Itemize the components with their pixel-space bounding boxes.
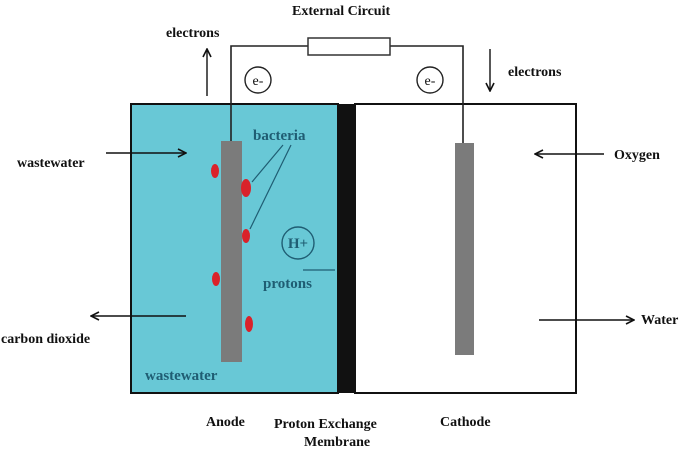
cathode-label: Cathode bbox=[440, 415, 491, 430]
external-circuit-label: External Circuit bbox=[292, 4, 390, 19]
electrons-label-left: electrons bbox=[166, 26, 220, 41]
anode-electrode bbox=[221, 141, 242, 362]
oxygen-label: Oxygen bbox=[614, 148, 660, 163]
membrane-label-line1: Proton Exchange bbox=[274, 417, 377, 432]
electron-symbol-right: e- bbox=[425, 74, 436, 89]
bacteria-pointer-line bbox=[251, 144, 284, 183]
wastewater-inflow-label: wastewater bbox=[17, 156, 85, 171]
electrons-label-right: electrons bbox=[508, 65, 562, 80]
proton-symbol: H+ bbox=[288, 236, 308, 252]
bacterium bbox=[241, 179, 251, 197]
electron-circle-left bbox=[244, 66, 272, 94]
wastewater-chamber-label: wastewater bbox=[145, 368, 218, 384]
electron-circle-right bbox=[416, 66, 444, 94]
bacterium bbox=[245, 316, 253, 332]
resistor bbox=[307, 37, 391, 56]
electron-symbol-left: e- bbox=[253, 74, 264, 89]
bacterium bbox=[211, 164, 219, 178]
proton-exchange-membrane bbox=[338, 104, 355, 393]
bacteria-pointer-line bbox=[249, 144, 292, 230]
bacterium bbox=[212, 272, 220, 286]
cathode-electrode bbox=[455, 143, 474, 355]
carbon-dioxide-label: carbon dioxide bbox=[1, 332, 90, 347]
anode-label: Anode bbox=[206, 415, 245, 430]
water-label: Water bbox=[641, 313, 678, 328]
bacterium bbox=[242, 229, 250, 243]
proton-circle bbox=[281, 226, 315, 260]
membrane-label-line2: Membrane bbox=[304, 435, 370, 450]
protons-label: protons bbox=[263, 276, 312, 292]
bacteria-label: bacteria bbox=[253, 128, 306, 144]
